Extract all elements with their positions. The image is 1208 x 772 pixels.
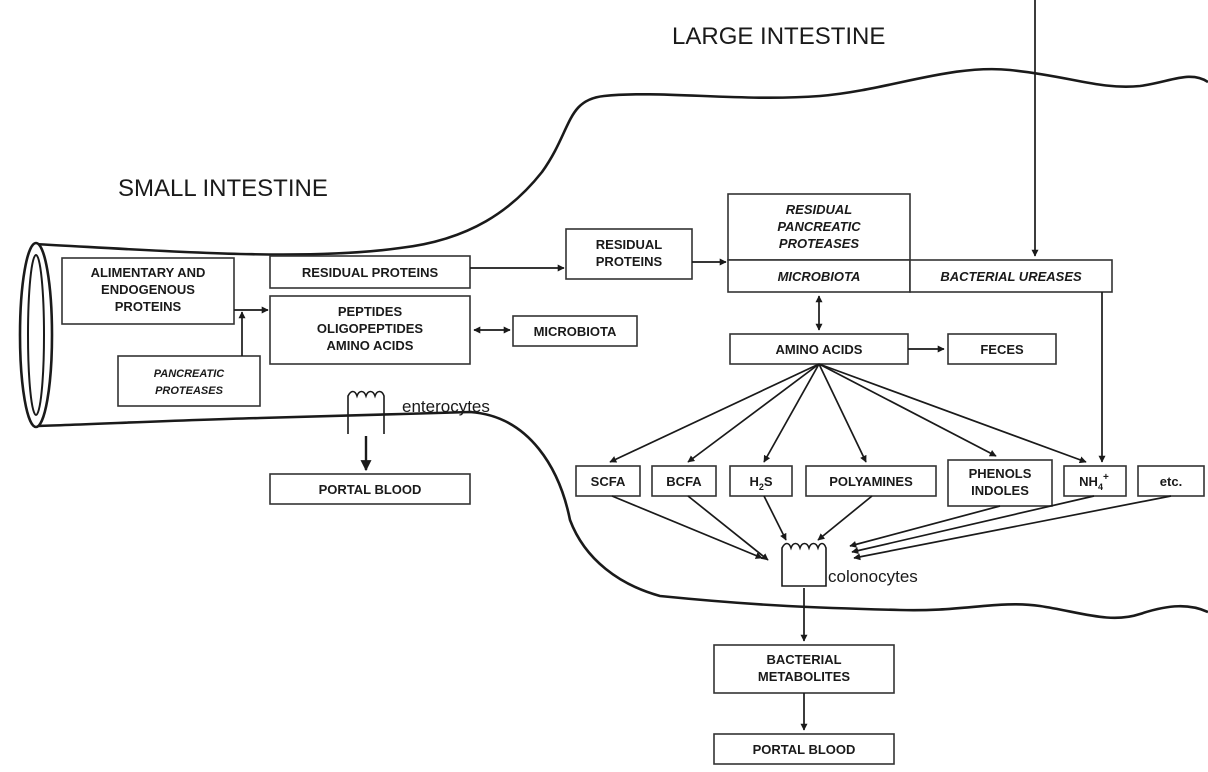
li-residual-proteins-label-2: PROTEINS [596, 254, 663, 269]
colonocytes-label: colonocytes [828, 567, 918, 586]
nh4-box [1063, 465, 1127, 497]
residual-proteins-label: RESIDUAL PROTEINS [302, 265, 439, 280]
peptides-box [269, 295, 471, 365]
scfa-box [575, 465, 641, 497]
residual-proteins-box [269, 255, 471, 289]
small-intestine-opening-inner [27, 254, 45, 416]
arrow-aa-to-polyamines [818, 363, 867, 463]
pancreatic-proteases-box [117, 355, 261, 407]
residual-pancreatic-proteases-box [727, 193, 911, 261]
bacterial-ureases-label: BACTERIAL UREASES [940, 269, 1082, 284]
si-portal-blood-label: PORTAL BLOOD [319, 482, 422, 497]
bcfa-box [651, 465, 717, 497]
arrow-aa-to-scfa [609, 363, 820, 463]
h2s-label: H2S [749, 474, 772, 492]
h2s-box [729, 465, 793, 497]
pancreatic-proteases-label-1: PANCREATIC [154, 368, 226, 380]
li-portal-blood-label: PORTAL BLOOD [753, 742, 856, 757]
colonocyte-cell-icon [781, 542, 827, 587]
residual-pancreatic-proteases-label-1: RESIDUAL [786, 202, 853, 217]
feces-label: FECES [980, 342, 1024, 357]
intestine-lower-wall [37, 410, 1208, 620]
si-microbiota-label: MICROBIOTA [534, 324, 617, 339]
h2s-base: H [749, 474, 758, 489]
bacterial-metabolites-box [713, 644, 895, 694]
indoles-label: INDOLES [971, 483, 1029, 498]
arrow-nh4-to-colonocyte [851, 495, 1095, 554]
arrow-aa-to-phenols [818, 363, 997, 457]
nh4-label: NH4+ [1079, 472, 1109, 492]
nh4-superscript: + [1103, 472, 1109, 483]
alimentary-proteins-label-3: PROTEINS [115, 299, 182, 314]
li-microbiota-box [727, 259, 911, 293]
h2s-subscript: 2 [759, 482, 764, 492]
li-portal-blood-box [713, 733, 895, 765]
nh4-base: NH [1079, 474, 1098, 489]
arrow-etc-to-colonocyte [853, 495, 1172, 561]
alimentary-proteins-box [61, 257, 235, 325]
nh4-subscript: 4 [1098, 482, 1103, 492]
large-intestine-title: LARGE INTESTINE [672, 23, 885, 50]
polyamines-label: POLYAMINES [829, 474, 913, 489]
arrow-bcfa-to-colonocyte [687, 495, 769, 561]
feces-box [947, 333, 1057, 365]
peptides-label-2: OLIGOPEPTIDES [317, 321, 424, 336]
alimentary-proteins-label-2: ENDOGENOUS [101, 282, 195, 297]
peptides-label-3: AMINO ACIDS [327, 338, 414, 353]
alimentary-proteins-label-1: ALIMENTARY AND [91, 265, 206, 280]
li-residual-proteins-label-1: RESIDUAL [596, 237, 663, 252]
pancreatic-proteases-label-2: PROTEASES [155, 385, 224, 397]
bcfa-label: BCFA [666, 474, 702, 489]
bacterial-ureases-box [909, 259, 1113, 293]
li-residual-proteins-box [565, 228, 693, 280]
arrow-aa-to-bcfa [687, 363, 820, 463]
si-microbiota-box [512, 315, 638, 347]
phenols-label: PHENOLS [969, 466, 1032, 481]
arrow-h2s-to-colonocyte [763, 495, 787, 541]
residual-pancreatic-proteases-label-2: PANCREATIC [777, 219, 861, 234]
li-microbiota-label: MICROBIOTA [778, 269, 861, 284]
bacterial-metabolites-label-2: METABOLITES [758, 669, 851, 684]
enterocytes-label: enterocytes [402, 397, 490, 416]
enterocyte-cell-icon [347, 390, 385, 434]
scfa-label: SCFA [591, 474, 626, 489]
small-intestine-opening-outer [18, 241, 54, 429]
arrow-scfa-to-colonocyte [611, 495, 763, 559]
arrow-polyamines-to-colonocyte [817, 495, 873, 541]
etc-label: etc. [1160, 474, 1182, 489]
arrow-aa-to-nh4 [818, 363, 1087, 464]
si-portal-blood-box [269, 473, 471, 505]
small-intestine-title: SMALL INTESTINE [118, 175, 328, 202]
amino-acids-label: AMINO ACIDS [776, 342, 863, 357]
h2s-tail: S [764, 474, 773, 489]
arrow-phenols-to-colonocyte [849, 505, 1001, 548]
intestine-upper-wall [33, 67, 1208, 256]
peptides-label-1: PEPTIDES [338, 304, 403, 319]
residual-pancreatic-proteases-label-3: PROTEASES [779, 236, 860, 251]
arrow-aa-to-h2s [763, 363, 820, 463]
bacterial-metabolites-label-1: BACTERIAL [766, 652, 841, 667]
